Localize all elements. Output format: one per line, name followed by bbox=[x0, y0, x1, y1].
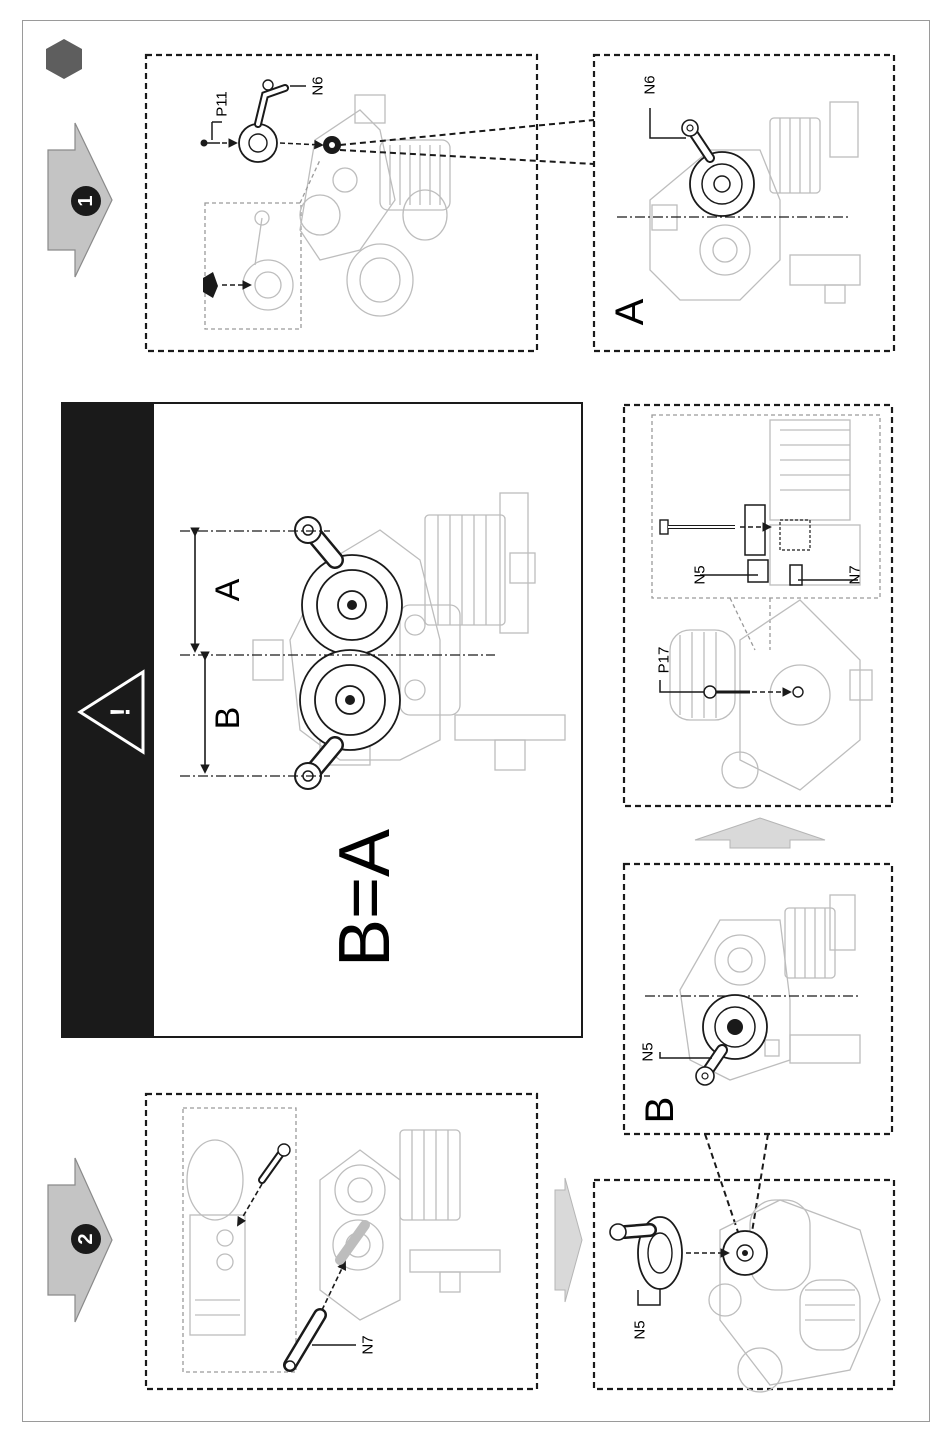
leader-n6-a bbox=[650, 108, 686, 138]
label-n7-step2: N7 bbox=[360, 1335, 377, 1354]
right-arrow-icon bbox=[555, 1178, 582, 1302]
label-view-b: B bbox=[638, 1097, 682, 1124]
engine-sketch-step2 bbox=[320, 1130, 500, 1320]
crank-inset-step2 bbox=[238, 1144, 290, 1225]
engine-sketch-inset bbox=[770, 420, 860, 585]
label-n6-top: N6 bbox=[310, 76, 327, 95]
label-p17: P17 bbox=[656, 647, 673, 674]
step-1-number: 1 bbox=[75, 195, 97, 206]
up-arrow-icon bbox=[695, 818, 825, 848]
gear-n6-step1 bbox=[239, 80, 285, 162]
step-1-detail-inset bbox=[205, 203, 301, 329]
formula-b-equals-a: B=A bbox=[325, 829, 405, 967]
dimension-label-b: B bbox=[209, 707, 247, 730]
leader-n5-bottom bbox=[638, 1289, 660, 1305]
step-1-arrow: 1 bbox=[48, 123, 112, 277]
engine-sketch-p17 bbox=[670, 600, 872, 790]
gear-target-bottom bbox=[723, 1231, 767, 1275]
view-a-panel: N6 A bbox=[594, 55, 894, 351]
small-gear-step1 bbox=[323, 136, 341, 154]
inset-engine-step2 bbox=[187, 1140, 245, 1335]
screw-inset bbox=[660, 505, 810, 585]
warning-panel: ! bbox=[62, 403, 582, 1037]
warning-symbol: ! bbox=[105, 707, 136, 716]
leader-p17 bbox=[660, 680, 704, 692]
step-2-panel: N7 bbox=[146, 1094, 537, 1389]
label-n6-view-a: N6 bbox=[642, 75, 659, 94]
dimension-label-a: A bbox=[209, 578, 247, 601]
label-n5-bottom: N5 bbox=[632, 1320, 649, 1339]
gear-n5-bottom bbox=[610, 1217, 728, 1289]
p17-panel: N5 N7 P17 bbox=[624, 405, 892, 806]
step-1-panel: P11 N6 bbox=[146, 55, 594, 351]
n5-install-panel: N5 bbox=[594, 1180, 894, 1392]
engine-sketch-bottom bbox=[709, 1200, 880, 1392]
label-n5-view-b: N5 bbox=[640, 1042, 657, 1061]
label-view-a: A bbox=[608, 298, 652, 325]
leader-n5-b bbox=[660, 1052, 712, 1058]
gear-n6-view-a bbox=[682, 120, 754, 216]
engine-sketch-view-b bbox=[680, 895, 860, 1080]
step-2-number: 2 bbox=[75, 1233, 97, 1244]
engine-sketch-view-a bbox=[650, 102, 860, 303]
hexagon-icon bbox=[46, 39, 82, 79]
step-2-arrow: 2 bbox=[48, 1158, 112, 1322]
inset-gear-detail bbox=[203, 211, 293, 310]
label-p11: P11 bbox=[214, 91, 231, 117]
engine-sketch-step1 bbox=[300, 95, 450, 316]
screw-p17 bbox=[704, 686, 803, 698]
view-b-panel: N5 B bbox=[624, 864, 892, 1134]
label-n5-inset: N5 bbox=[692, 565, 709, 584]
label-n7-inset: N7 bbox=[847, 565, 864, 584]
link-n7-step2 bbox=[285, 1225, 365, 1371]
